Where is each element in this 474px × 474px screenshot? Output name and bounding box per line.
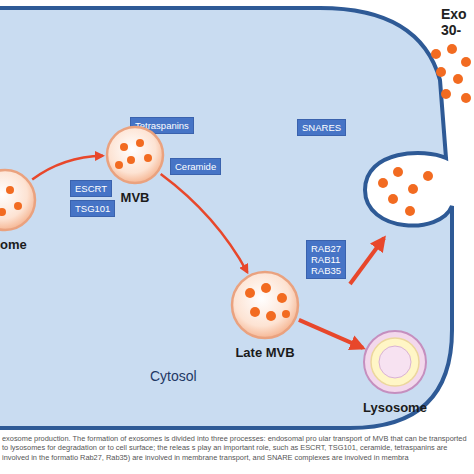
ilv-dot bbox=[144, 154, 152, 162]
ilv-dot bbox=[115, 161, 123, 169]
exosome-dot bbox=[453, 74, 463, 84]
tag-text: SNARES bbox=[302, 122, 341, 133]
vesicle-shape bbox=[0, 168, 37, 232]
release-label: Exo bbox=[441, 6, 467, 22]
ilv-dot bbox=[6, 186, 14, 194]
exosome-dot bbox=[436, 67, 446, 77]
ilv-dot bbox=[245, 288, 255, 298]
figure-caption: exosome production. The formation of exo… bbox=[2, 434, 472, 462]
region-label: Cytosol bbox=[150, 368, 197, 384]
vesicle-shape bbox=[105, 125, 165, 185]
ilv-dot bbox=[120, 143, 128, 151]
protein-tag: RAB27 RAB11 RAB35 bbox=[306, 240, 346, 279]
release-label: 30- bbox=[441, 22, 461, 38]
exosome-dot bbox=[461, 93, 471, 103]
vesicle-label: ome bbox=[0, 237, 27, 252]
protein-tag: SNARES bbox=[297, 119, 346, 136]
vesicle-label: Late MVB bbox=[235, 345, 294, 360]
tag-text: RAB27 RAB11 RAB35 bbox=[311, 243, 341, 276]
exosome-dot bbox=[393, 167, 403, 177]
protein-tag: ESCRT bbox=[70, 180, 112, 197]
vesicle-label: MVB bbox=[121, 190, 150, 205]
ilv-dot bbox=[136, 139, 144, 147]
vesicle-label: Lysosome bbox=[363, 400, 427, 415]
mvb-circle: MVB bbox=[105, 125, 165, 209]
protein-tag: Ceramide bbox=[170, 158, 221, 175]
tag-text: ESCRT bbox=[75, 183, 107, 194]
ilv-dot bbox=[14, 202, 22, 210]
ilv-dot bbox=[261, 283, 271, 293]
ilv-dot bbox=[266, 311, 276, 321]
tag-text: TSG101 bbox=[75, 203, 110, 214]
exosome-dot bbox=[408, 184, 418, 194]
exosome-dot bbox=[405, 206, 415, 216]
exosome-dot bbox=[441, 89, 451, 99]
cell-body: CytosolTetraspaninsSNARESomeMVBCeramideE… bbox=[0, 4, 460, 432]
exosome-dot bbox=[423, 171, 433, 181]
lysosome-ring bbox=[371, 338, 419, 386]
lysosome-outer bbox=[364, 331, 426, 393]
vesicle-shape bbox=[362, 329, 428, 395]
ilv-dot bbox=[250, 307, 260, 317]
ilv-dot bbox=[127, 156, 135, 164]
exosome-dot bbox=[388, 194, 398, 204]
protein-tag: TSG101 bbox=[70, 200, 115, 217]
exosome-dot bbox=[378, 178, 388, 188]
cell-membrane bbox=[0, 8, 452, 428]
lysosome-circle: Lysosome bbox=[362, 329, 428, 419]
exosome-dot bbox=[431, 49, 441, 59]
exosome-dot bbox=[461, 57, 471, 67]
vesicle-membrane bbox=[232, 272, 298, 338]
tag-text: Ceramide bbox=[175, 161, 216, 172]
ilv-dot bbox=[282, 310, 290, 318]
ilv-dot bbox=[277, 293, 287, 303]
lysosome-core bbox=[379, 346, 411, 378]
vesicle-shape bbox=[230, 270, 300, 340]
vesicle-membrane bbox=[107, 127, 163, 183]
vesicle-membrane bbox=[0, 170, 35, 230]
exosome-dot bbox=[447, 44, 457, 54]
